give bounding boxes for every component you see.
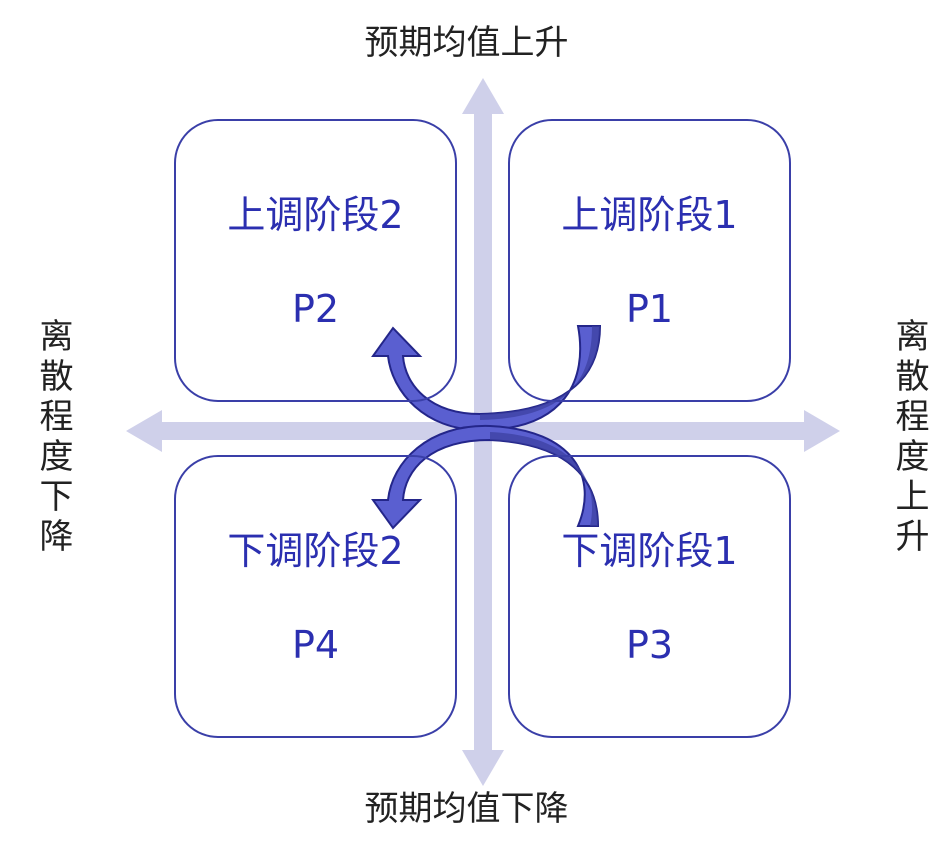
- axis-label-left: 离散程度下降: [33, 318, 73, 558]
- axis-arrow-down: [462, 750, 504, 786]
- axis-label-bottom: 预期均值下降: [364, 789, 569, 829]
- quadrant-box-top-right: [508, 119, 791, 402]
- quadrant-box-top-left: [174, 119, 457, 402]
- quadrant-title-p4: 下调阶段2: [227, 529, 404, 573]
- quadrant-box-bottom-left: [174, 455, 457, 738]
- quadrant-code-p2: P2: [291, 287, 340, 331]
- axis-arrow-up: [462, 78, 504, 114]
- quadrant-code-p3: P3: [625, 623, 674, 667]
- quadrant-box-bottom-right: [508, 455, 791, 738]
- quadrant-title-p2: 上调阶段2: [227, 193, 404, 237]
- axis-arrow-right: [804, 410, 840, 452]
- quadrant-code-p4: P4: [291, 623, 340, 667]
- axis-label-top: 预期均值上升: [364, 23, 569, 63]
- quadrant-title-p3: 下调阶段1: [561, 529, 738, 573]
- quadrant-title-p1: 上调阶段1: [561, 193, 738, 237]
- quadrant-code-p1: P1: [625, 287, 674, 331]
- axis-label-right: 离散程度上升: [889, 318, 929, 558]
- axis-arrow-left: [126, 410, 162, 452]
